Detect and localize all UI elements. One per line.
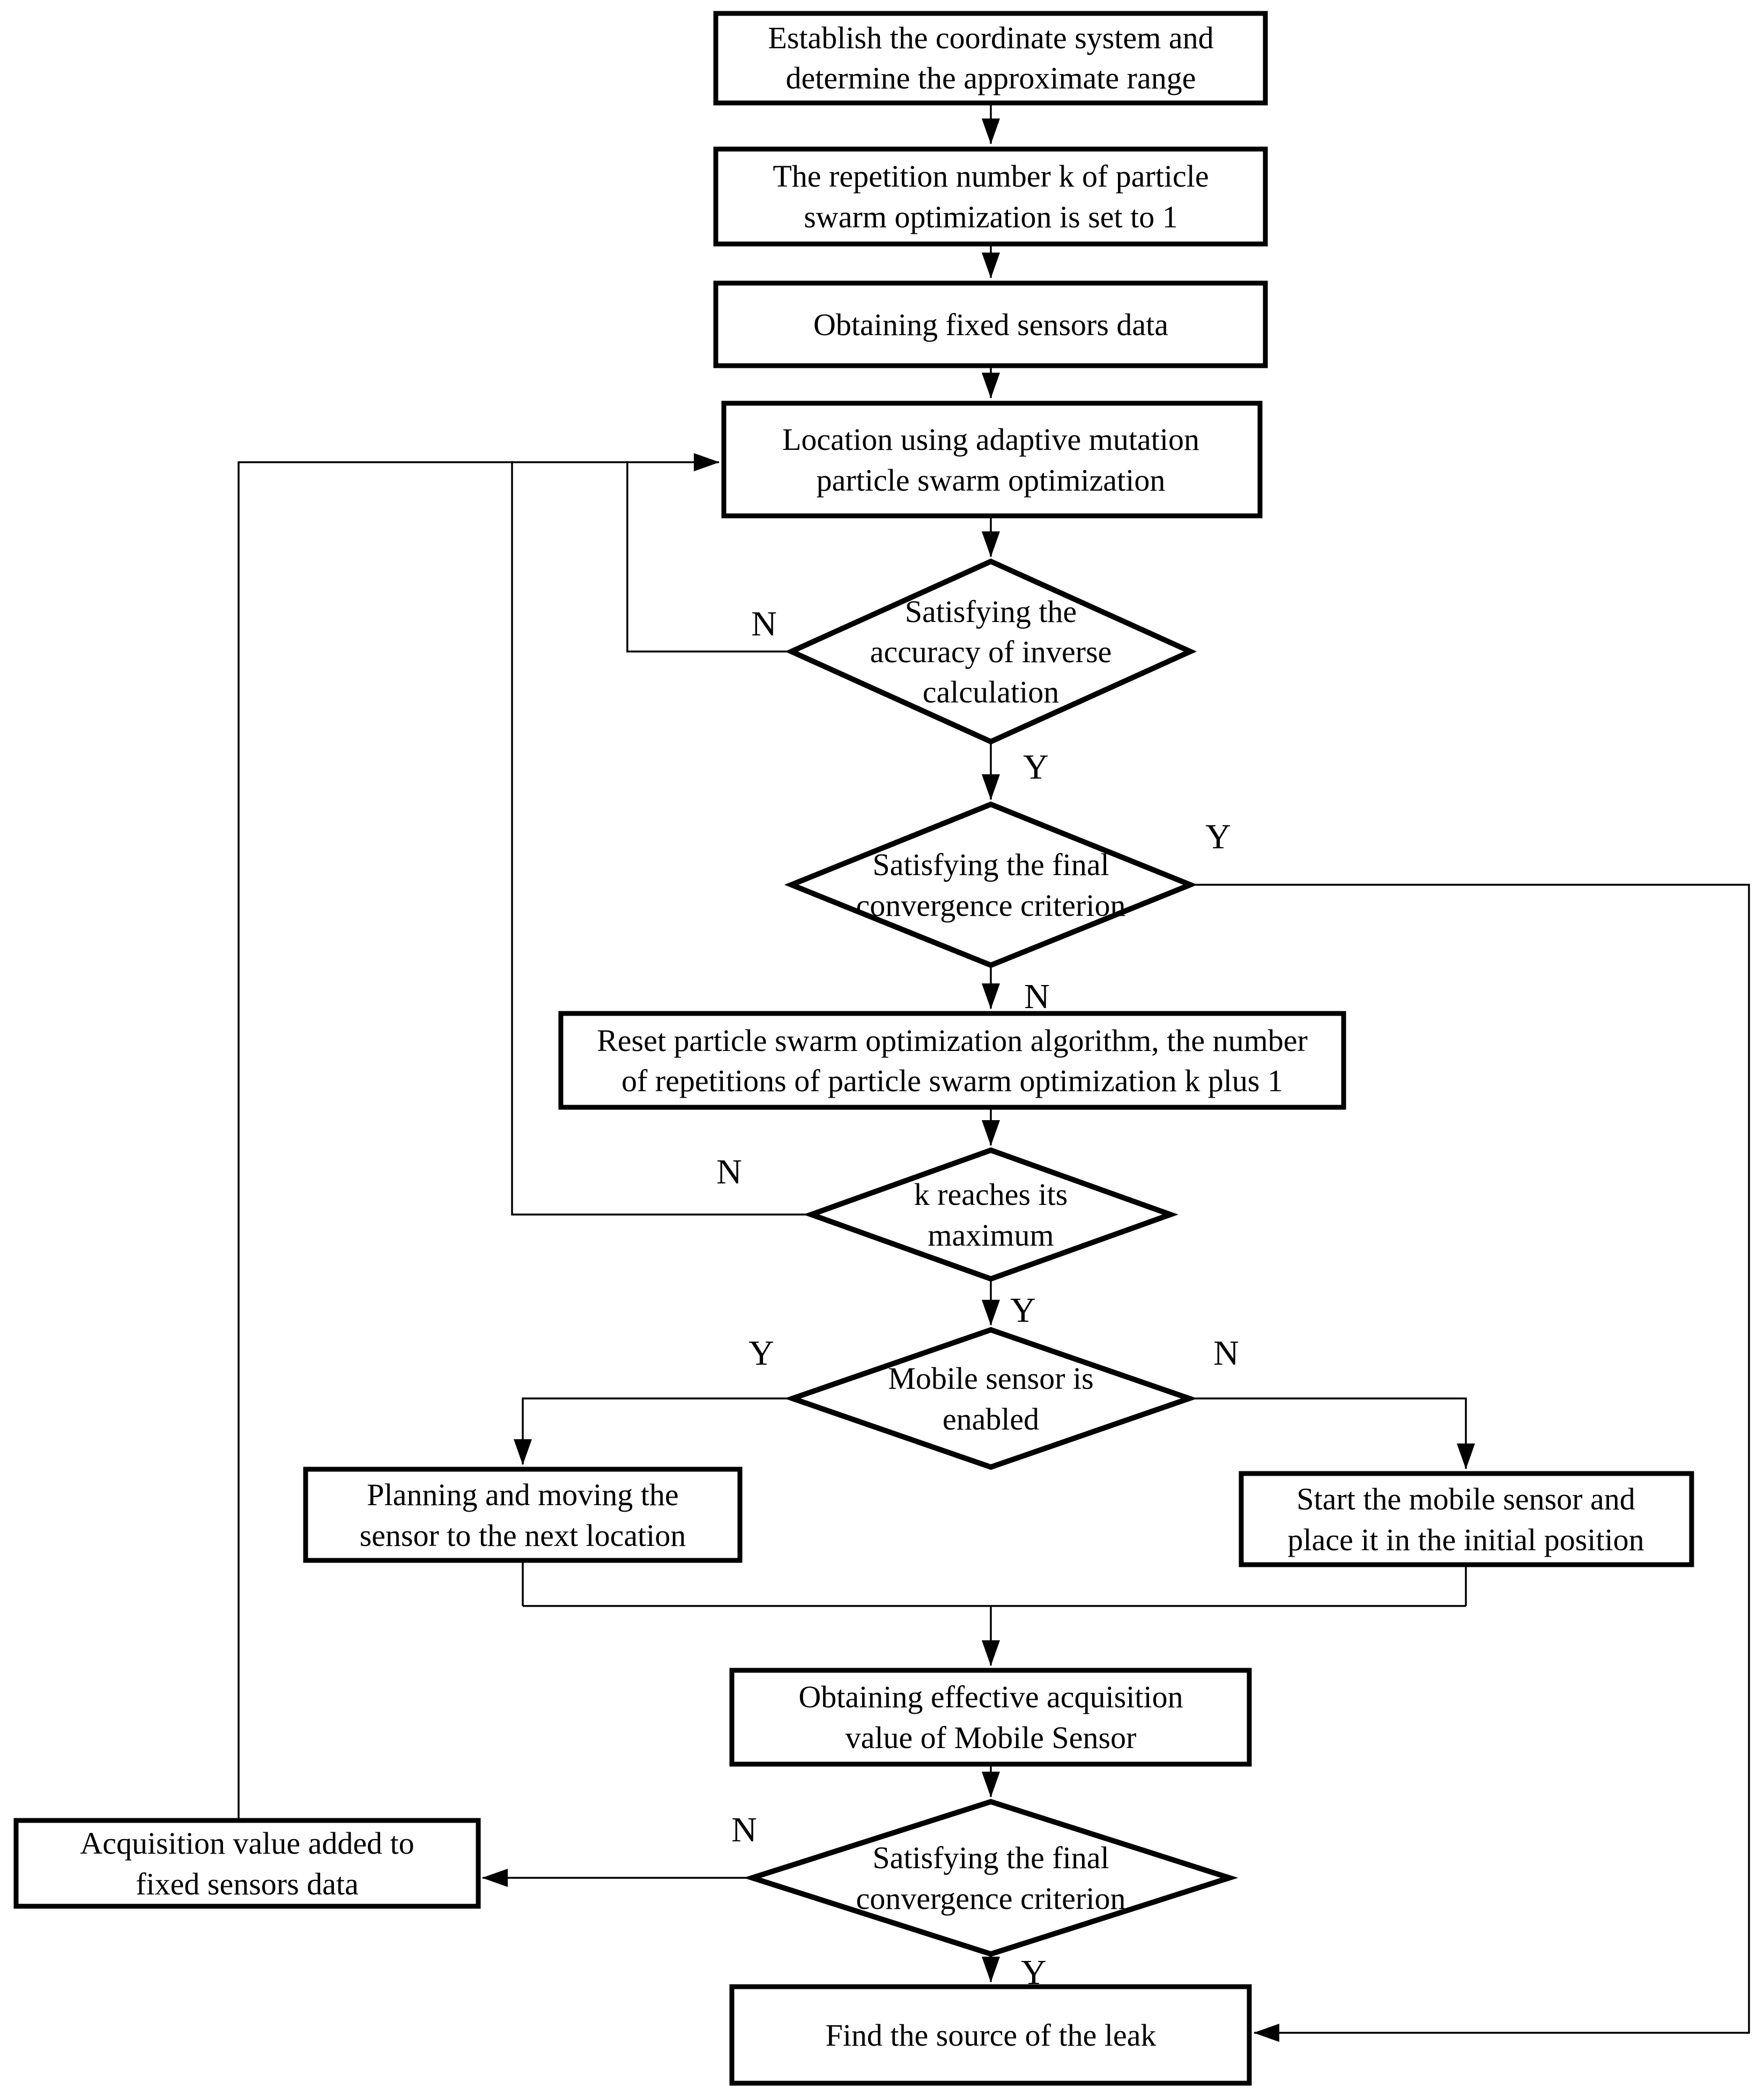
process-box bbox=[713, 280, 1268, 368]
node-text-line: Start the mobile sensor and bbox=[1296, 1482, 1635, 1516]
label-convergence1-no: N bbox=[1024, 977, 1050, 1016]
process-box bbox=[558, 1011, 1346, 1110]
node-text-line: calculation bbox=[923, 675, 1059, 709]
connectors bbox=[238, 103, 1750, 2042]
node-text-line: Satisfying the bbox=[905, 594, 1077, 629]
line-mobile-no-to-start-mobile bbox=[1189, 1397, 1475, 1469]
line-mobile-yes-to-planning bbox=[514, 1397, 792, 1465]
process-box bbox=[721, 401, 1263, 519]
node-obtaining-effective-acquisition: Obtaining effective acquisition value of… bbox=[729, 1668, 1252, 1767]
decision-accuracy-of-inverse-calculation: Satisfying the accuracy of inverse calcu… bbox=[784, 558, 1197, 745]
line-acquisition-loop-to-location bbox=[238, 453, 720, 1820]
label-mobile-no: N bbox=[1213, 1334, 1239, 1373]
process-box bbox=[1239, 1471, 1694, 1567]
branch-labels: N Y Y N N Y Y N N Y bbox=[716, 604, 1239, 1992]
decision-final-convergence-criterion-2: Satisfying the final convergence criteri… bbox=[743, 1798, 1239, 1957]
process-box bbox=[13, 1818, 481, 1909]
process-box bbox=[303, 1467, 743, 1563]
node-establish-coordinate-system: Establish the coordinate system and dete… bbox=[713, 11, 1268, 106]
process-box bbox=[713, 11, 1268, 106]
node-text-line: particle swarm optimization bbox=[817, 463, 1166, 498]
process-box bbox=[713, 146, 1268, 247]
node-start-mobile-sensor: Start the mobile sensor and place it in … bbox=[1239, 1471, 1694, 1567]
node-text-line: value of Mobile Sensor bbox=[846, 1720, 1137, 1755]
decision-diamond bbox=[784, 558, 1197, 745]
node-text-line: Satisfying the final bbox=[872, 1840, 1109, 1875]
node-text-line: convergence criterion bbox=[856, 888, 1126, 923]
line-kmax-no-loop bbox=[511, 461, 811, 1216]
node-text-line: fixed sensors data bbox=[136, 1867, 359, 1901]
node-text-line: k reaches its bbox=[914, 1177, 1068, 1212]
decision-diamond bbox=[803, 1147, 1179, 1282]
node-text-line: swarm optimization is set to 1 bbox=[804, 199, 1178, 234]
node-text-line: Satisfying the final bbox=[872, 847, 1109, 882]
decision-k-reaches-maximum: k reaches its maximum bbox=[803, 1147, 1179, 1282]
node-text-line: Mobile sensor is bbox=[888, 1361, 1093, 1396]
node-text-line: determine the approximate range bbox=[786, 61, 1196, 95]
label-convergence2-no: N bbox=[731, 1810, 757, 1849]
node-text-line: place it in the initial position bbox=[1287, 1522, 1644, 1557]
label-accuracy-yes: Y bbox=[1023, 747, 1049, 787]
node-text-line: enabled bbox=[943, 1402, 1039, 1437]
node-location-using-pso: Location using adaptive mutation particl… bbox=[721, 401, 1263, 519]
node-obtaining-fixed-sensors-data: Obtaining fixed sensors data bbox=[713, 280, 1268, 368]
node-text-line: Acquisition value added to bbox=[80, 1826, 414, 1861]
label-kmax-no: N bbox=[716, 1152, 742, 1191]
decision-diamond bbox=[784, 801, 1198, 968]
label-kmax-yes: Y bbox=[1010, 1291, 1036, 1330]
process-box bbox=[729, 1984, 1252, 2086]
label-convergence1-yes: Y bbox=[1205, 817, 1231, 856]
line-accuracy-no-loop bbox=[626, 461, 791, 653]
node-set-repetition-number: The repetition number k of particle swar… bbox=[713, 146, 1268, 247]
decision-diamond bbox=[784, 1327, 1198, 1470]
decision-diamond bbox=[743, 1798, 1239, 1957]
node-text-line: Obtaining effective acquisition bbox=[798, 1679, 1183, 1714]
process-box bbox=[729, 1668, 1252, 1767]
node-text-line: Location using adaptive mutation bbox=[782, 422, 1199, 457]
node-text-line: The repetition number k of particle bbox=[773, 159, 1209, 194]
node-planning-and-moving-sensor: Planning and moving the sensor to the ne… bbox=[303, 1467, 743, 1563]
node-find-source-of-leak: Find the source of the leak bbox=[729, 1984, 1252, 2086]
node-acquisition-value-added: Acquisition value added to fixed sensors… bbox=[13, 1818, 481, 1909]
node-text-line: sensor to the next location bbox=[360, 1518, 686, 1553]
node-text-line: Find the source of the leak bbox=[826, 2018, 1157, 2053]
decision-final-convergence-criterion-1: Satisfying the final convergence criteri… bbox=[784, 801, 1198, 968]
line-convergence1-yes-to-find-source bbox=[1190, 884, 1750, 2042]
node-text-line: Obtaining fixed sensors data bbox=[813, 307, 1168, 342]
node-text-line: accuracy of inverse bbox=[870, 634, 1112, 669]
node-text-line: of repetitions of particle swarm optimiz… bbox=[621, 1063, 1283, 1098]
decision-mobile-sensor-enabled: Mobile sensor is enabled bbox=[784, 1327, 1198, 1470]
node-text-line: Reset particle swarm optimization algori… bbox=[597, 1023, 1308, 1058]
node-text-line: convergence criterion bbox=[856, 1881, 1126, 1916]
node-text-line: Planning and moving the bbox=[367, 1477, 679, 1512]
label-mobile-yes: Y bbox=[748, 1334, 774, 1373]
label-accuracy-no: N bbox=[751, 604, 777, 643]
node-text-line: maximum bbox=[928, 1218, 1054, 1253]
node-reset-pso-algorithm: Reset particle swarm optimization algori… bbox=[558, 1011, 1346, 1110]
node-text-line: Establish the coordinate system and bbox=[768, 20, 1213, 55]
